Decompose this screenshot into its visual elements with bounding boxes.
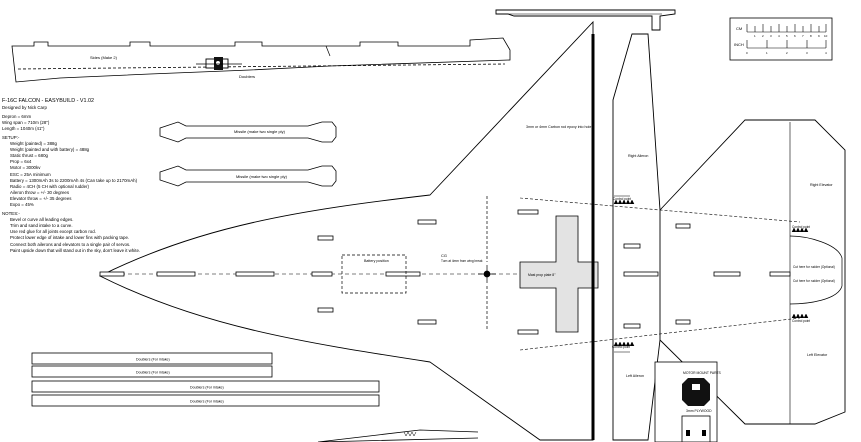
setup-item: Prop = 6x4 [10,159,32,165]
designer-credit: Designed by Nick Carp [2,104,47,110]
cg-label: CG [441,253,447,258]
battery-position-label: Battery position [364,259,389,263]
setup-header: SETUP:- [2,134,20,140]
sides-label: Sides (Make 2) [90,55,118,60]
intake-strip-partial [317,429,479,442]
elevator-horn-marks [791,227,809,319]
note-item: Trim and sand intake to a curve. [10,223,73,229]
missile-2-label: Missile (make two single ply) [236,174,288,179]
right-aileron-label: Right Aileron [628,154,648,158]
setup-item: Weight (painted) = 388g [10,141,57,147]
cut-rudder-label-2: Cut here for rudder (Optional) [793,279,835,283]
svg-text:8: 8 [810,34,812,38]
control-point-label-4: Control point [792,319,810,323]
scale-cm-label: CM [736,26,742,31]
note-item: Bevel or curve all leading edges. [10,217,74,223]
inch-ticks [746,40,827,48]
cg-marker [478,196,496,330]
tail-fin-part [495,9,676,31]
motor-mount-parts [654,361,718,442]
wing-slots [99,209,539,335]
left-aileron-label: Left Aileron [626,374,644,378]
doublers-2-label: Doublers (For intake) [136,371,170,375]
setup-item: Aileron throw = +/- 30 degrees [10,189,70,195]
note-item: Connect both ailerons and elevators to a… [10,241,131,247]
svg-text:7: 7 [802,34,804,38]
plywood-label: 3mm PLYWOOD [686,409,712,413]
motor-plate-part [519,215,599,333]
svg-text:2: 2 [762,34,764,38]
doublers-1-label: Doublers (For intake) [136,358,170,362]
svg-text:4: 4 [825,51,827,55]
doublers-4-label: Doublers (For intake) [190,400,224,404]
control-point-label-1: Control point [613,197,631,201]
svg-text:1: 1 [754,34,756,38]
setup-item: Static thrust = 680g [10,153,48,159]
control-point-label-3: Control point [792,225,810,229]
spec-wingspan: Wing span = 710m (28") [2,119,50,125]
elevator-hinge-lines [519,197,801,351]
spec-depron: Depron = 6mm [2,113,32,119]
svg-text:4: 4 [778,34,780,38]
side-profile-part [11,37,511,83]
battery-position-box [341,254,407,294]
svg-text:0: 0 [746,51,748,55]
control-horn-marks [613,199,635,347]
spec-length: Length = 1040m (41") [2,125,45,131]
setup-item: Motor = 3000kv [10,165,41,171]
plan-title: F-16C FALCON - EASYBUILD - V1.02 [2,98,94,104]
cm-tick-labels: 1 2 3 4 5 6 7 8 9 10 [754,34,828,38]
tail-slots [623,223,791,329]
setup-item: Battery = 1300mAh 3s to 2200mAh 4s (Can … [10,177,138,183]
svg-text:5: 5 [786,34,788,38]
setup-item: Elevator throw = +/- 35 degrees [10,195,72,201]
scale-ruler [729,17,833,61]
note-item: Protect lower edge of intake and lower f… [10,235,130,241]
motor-mount-parts-label: MOTOR MOUNT PARTS [683,371,722,375]
missile-1-label: Missile (make two single ply) [234,129,286,134]
note-item: Use red glue for all joints except carbo… [10,229,96,235]
left-elevator-label: Left Elevator [807,353,828,357]
cm-ticks [746,24,827,32]
svg-text:2: 2 [786,51,788,55]
rudder-hinge-mark [325,45,331,57]
aileron-strip [612,33,661,441]
svg-text:1: 1 [766,51,768,55]
cut-rudder-label-1: Cut here for rudder (Optional) [793,265,835,269]
setup-item: Radio = 4CH (5 CH with optional rudder) [10,183,89,189]
cg-note: Turn at 4mm from wing break [441,259,483,263]
setup-item: Expo = 45% [10,202,34,207]
setup-item: Weight (painted and with battery) = 488g [10,147,90,153]
inch-tick-labels: 0 1 2 3 4 [746,51,827,55]
carbon-rod-label: 3mm or 4mm Carbon rod epoxy into holes [526,125,593,129]
svg-text:6: 6 [794,34,796,38]
servo-icon [196,57,242,70]
setup-item: ESC = 25A minimum [10,171,51,177]
notes-header: NOTES:- [2,211,20,217]
missile-part-2 [159,165,337,187]
note-item: Paint upside down that will stand out in… [10,247,141,253]
right-elevator-label: Right Elevator [810,183,833,187]
svg-text:9: 9 [818,34,820,38]
missile-part-1 [159,121,337,143]
motor-plate-label: Mast prop plate 8" [528,273,556,277]
side-profile-outline [11,37,511,83]
doubler-line [17,63,506,70]
control-point-label-2: Control point [612,345,630,349]
doublers-top-label: Doublers [239,74,255,79]
svg-text:3: 3 [806,51,808,55]
scale-inch-label: INCH [734,42,744,47]
doublers-3-label: Doublers (For intake) [190,386,224,390]
doubler-strips [31,352,380,407]
svg-text:10: 10 [824,34,828,38]
spec-notes-block: F-16C FALCON - EASYBUILD - V1.02 Designe… [2,98,302,254]
svg-text:3: 3 [770,34,772,38]
